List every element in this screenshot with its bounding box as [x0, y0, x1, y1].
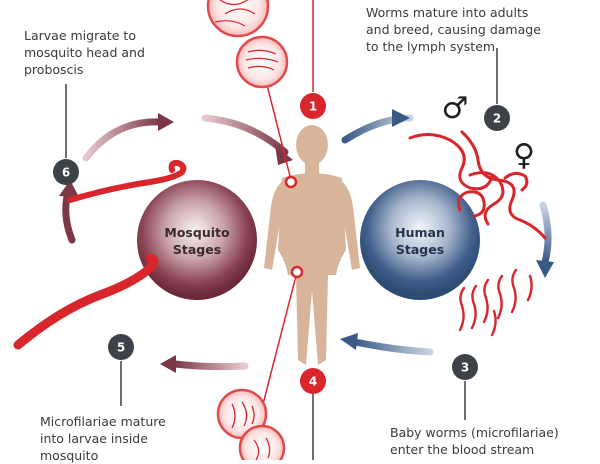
- step-marker-6: 6: [53, 159, 79, 185]
- step-marker-5: 5: [108, 334, 134, 360]
- human-cycle-arrow-bottom: [351, 338, 434, 356]
- caption-step-5-line: into larvae inside: [40, 431, 148, 446]
- arrow-head: [59, 180, 79, 197]
- step-marker-3: 3: [452, 354, 478, 380]
- male-symbol-icon: ♂: [442, 91, 469, 126]
- human-stages-label-2: Stages: [396, 242, 444, 257]
- caption-step-3-line: enter the blood stream: [390, 442, 535, 457]
- marker-5-number: 5: [117, 341, 125, 355]
- caption-step-5: Microfilariae mature into larvae inside …: [40, 413, 166, 464]
- arrow-head: [160, 355, 176, 373]
- step-marker-4: 4: [300, 368, 326, 394]
- caption-step-6-line: proboscis: [24, 62, 84, 77]
- mosquito-stages-label-2: Stages: [173, 242, 221, 257]
- arrow-head: [158, 113, 174, 131]
- lens-worms-top: [214, 0, 256, 27]
- marker-2-number: 2: [493, 112, 501, 126]
- larva-worm-lower: [13, 253, 159, 350]
- microfilariae-cluster: [458, 268, 533, 337]
- mosquito-cycle-arrow-bottom: [171, 360, 249, 371]
- marker-6-number: 6: [62, 166, 70, 180]
- marker-4-circle: [300, 368, 326, 394]
- caption-step-5-line: mosquito: [40, 448, 99, 463]
- lens-worms-small: [245, 49, 279, 71]
- lens-worms-bottom: [231, 401, 255, 429]
- arrow-head: [392, 109, 410, 127]
- marker-5-circle: [108, 334, 134, 360]
- magnified-lens-bottom-2: [238, 424, 286, 464]
- lens-worms-bottom-2: [253, 437, 271, 461]
- caption-step-2-line: and breed, causing damage: [366, 22, 541, 37]
- caption-step-2-line: to the lymph system: [366, 39, 496, 54]
- caption-step-6-line: Larvae migrate to: [24, 28, 136, 43]
- marker-3-number: 3: [461, 361, 469, 375]
- adult-worms-cluster: [408, 130, 547, 240]
- caption-step-6: Larvae migrate to mosquito head and prob…: [24, 27, 145, 78]
- caption-step-3: Baby worms (microfilariae) enter the blo…: [390, 424, 559, 458]
- caption-step-3-line: Baby worms (microfilariae): [390, 425, 559, 440]
- arrow-head: [340, 333, 358, 350]
- arrow-head: [536, 260, 554, 278]
- caption-step-5-line: Microfilariae mature: [40, 414, 166, 429]
- caption-step-2: Worms mature into adults and breed, caus…: [366, 4, 541, 55]
- human-stages-label: Human: [395, 225, 445, 240]
- magnified-lens-small: [235, 35, 289, 89]
- lens-anchor-dot-4: [290, 265, 304, 279]
- mosquito-stages-sphere: [137, 180, 257, 300]
- human-cycle-arrow-right: [539, 201, 552, 266]
- marker-3-circle: [452, 354, 478, 380]
- caption-step-6-line: mosquito head and: [24, 45, 145, 60]
- lens-pointer-line-4: [261, 271, 298, 409]
- step-marker-2: 2: [484, 105, 510, 131]
- marker-4-number: 4: [309, 375, 317, 389]
- step-marker-1: 1: [300, 93, 326, 119]
- female-symbol-icon: ♀: [513, 138, 535, 173]
- marker-1-number: 1: [309, 100, 317, 114]
- magnified-lens-top: [206, 0, 270, 38]
- marker-1-circle: [300, 93, 326, 119]
- larva-worm-upper: [67, 159, 187, 203]
- human-stages-sphere: [360, 180, 480, 300]
- caption-step-2-line: Worms mature into adults: [366, 5, 529, 20]
- marker-2-circle: [484, 105, 510, 131]
- mosquito-cycle-arrow-top-left: [82, 118, 164, 162]
- marker-6-circle: [53, 159, 79, 185]
- mosquito-stages-label: Mosquito: [164, 225, 230, 240]
- lens-anchor-dot-1: [284, 175, 298, 189]
- mosquito-cycle-arrow-top-right: [201, 114, 289, 156]
- human-body-figure: [264, 125, 360, 365]
